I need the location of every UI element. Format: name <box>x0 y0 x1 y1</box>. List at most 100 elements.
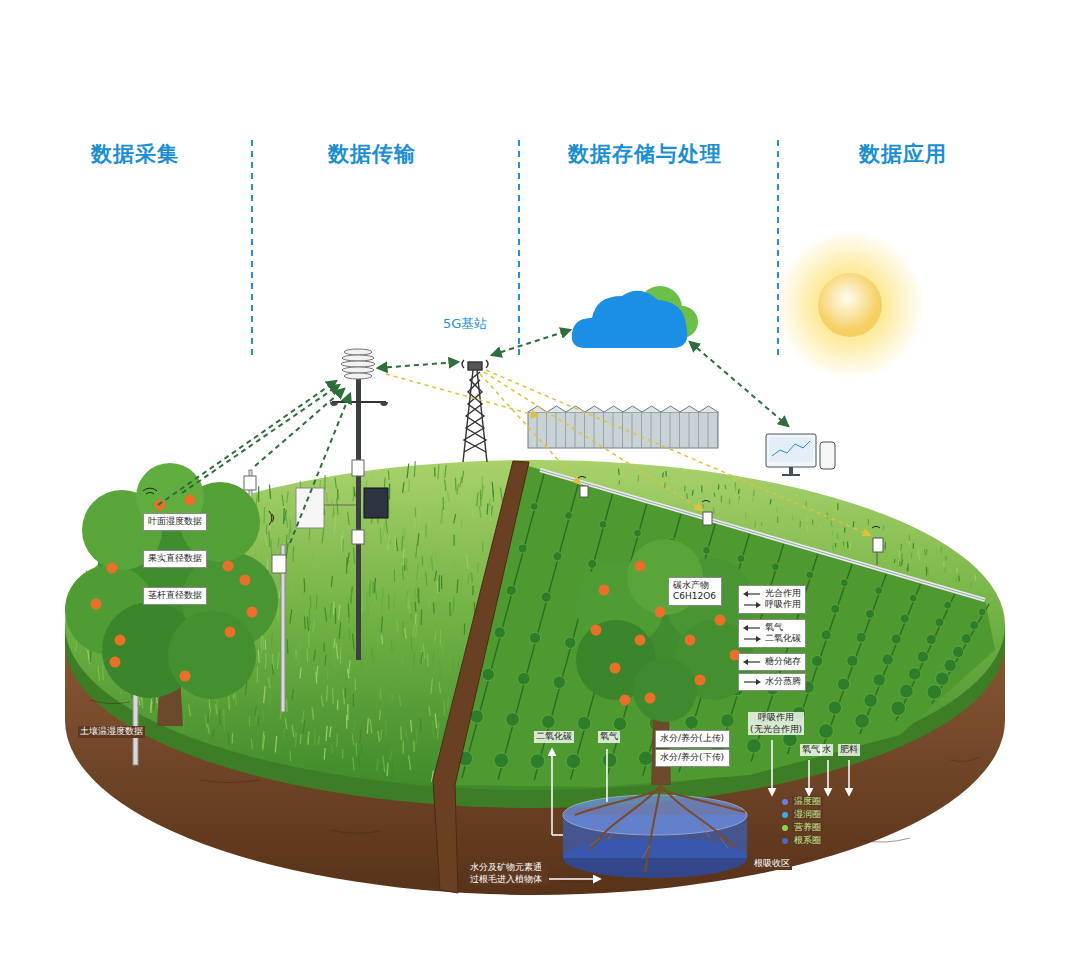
grass-texture <box>367 718 369 733</box>
grass-texture <box>378 731 380 742</box>
grass-texture <box>909 541 911 546</box>
grass-texture <box>374 578 375 593</box>
grass-texture <box>406 589 407 603</box>
grass-texture <box>341 534 343 551</box>
stage-heading: 数据应用 <box>859 140 947 168</box>
orchard-rows <box>935 618 944 627</box>
grass-texture <box>309 609 310 625</box>
section-divider <box>251 140 253 355</box>
arrow-symbol <box>744 638 757 639</box>
grass-texture <box>911 553 913 559</box>
grass-texture <box>847 542 849 549</box>
grass-texture <box>278 606 279 622</box>
grass-texture <box>481 486 483 500</box>
orchard-rows <box>926 634 936 644</box>
grass-texture <box>638 475 640 481</box>
grass-texture <box>413 623 415 637</box>
legend-row: 根系圈 <box>782 834 823 847</box>
legend-dot <box>782 825 788 831</box>
grass-texture <box>333 601 334 614</box>
grass-texture <box>907 564 908 571</box>
greenhouse <box>632 412 633 448</box>
signal-link <box>158 381 336 505</box>
grass-texture <box>664 483 666 488</box>
grass-texture <box>401 536 403 551</box>
grass-texture <box>228 732 230 746</box>
grass-texture <box>754 499 756 506</box>
grass-texture <box>940 546 942 553</box>
cell-tower <box>464 372 486 452</box>
grass-texture <box>898 560 900 565</box>
grass-texture <box>416 728 418 744</box>
grass-texture <box>472 503 473 517</box>
grass-texture <box>443 646 444 658</box>
grass-texture <box>382 635 383 644</box>
grass-texture <box>971 582 972 588</box>
grass-texture <box>849 543 851 549</box>
grass-texture <box>832 545 834 550</box>
grass-texture <box>922 570 923 574</box>
box-text: 叶面湿度数据 <box>148 516 202 527</box>
grass-texture <box>388 470 390 479</box>
grass-texture <box>443 699 445 716</box>
orchard-rows <box>530 754 545 769</box>
orchard-rows <box>634 529 642 537</box>
product-box: 碳水产物C6H12O6 <box>668 577 722 606</box>
grass-texture <box>223 715 225 731</box>
grass-texture <box>353 548 354 564</box>
signal-link <box>182 385 339 493</box>
grass-texture <box>326 685 328 701</box>
flow-arrow <box>549 878 600 880</box>
grass-texture <box>351 590 352 605</box>
grass-texture <box>309 528 311 539</box>
orchard-rows <box>529 632 540 643</box>
orchard-rows <box>944 601 952 609</box>
grass-texture <box>421 609 423 625</box>
grass-texture <box>321 695 323 706</box>
left-tree <box>168 611 256 699</box>
right-tree <box>599 585 610 596</box>
greenhouse <box>556 412 557 448</box>
orchard-rows <box>811 655 822 666</box>
greenhouse <box>651 412 652 448</box>
grass-texture <box>418 533 419 545</box>
grass-texture <box>383 522 385 537</box>
grass-texture <box>894 559 896 563</box>
grass-texture <box>362 593 364 610</box>
grass-texture <box>453 535 454 546</box>
grass-texture <box>342 539 344 552</box>
grass-texture <box>500 488 502 501</box>
weather-station <box>364 488 388 518</box>
grass-texture <box>739 498 741 503</box>
legend-row: 营养圈 <box>782 821 823 834</box>
arrow-symbol <box>744 604 757 605</box>
grass-texture <box>219 710 220 724</box>
orchard-rows <box>602 753 617 768</box>
cell-tower <box>462 360 488 368</box>
left-tree <box>247 607 258 618</box>
weather-station <box>341 361 375 367</box>
greenhouse <box>528 412 718 448</box>
grass-texture <box>701 485 702 492</box>
flow-label: 氧气 <box>598 731 620 743</box>
greenhouse <box>698 412 699 448</box>
grass-texture <box>407 597 408 607</box>
grass-texture <box>435 713 436 728</box>
grass-texture <box>433 603 435 614</box>
orchard-rows <box>506 585 516 595</box>
grass-texture <box>290 609 292 623</box>
greenhouse <box>679 412 680 448</box>
grass-texture <box>885 552 887 558</box>
right-tree <box>620 695 631 706</box>
grass-texture <box>90 650 92 663</box>
grass-texture <box>753 490 755 496</box>
grass-texture <box>414 588 415 599</box>
grass-texture <box>437 722 439 739</box>
grass-texture <box>330 727 331 737</box>
grass-texture <box>454 514 456 523</box>
grass-texture <box>447 492 449 502</box>
grass-texture <box>287 639 289 654</box>
grass-texture <box>426 573 427 586</box>
box-text: 水分蒸腾 <box>765 676 801 687</box>
orchard-rows <box>613 717 627 731</box>
